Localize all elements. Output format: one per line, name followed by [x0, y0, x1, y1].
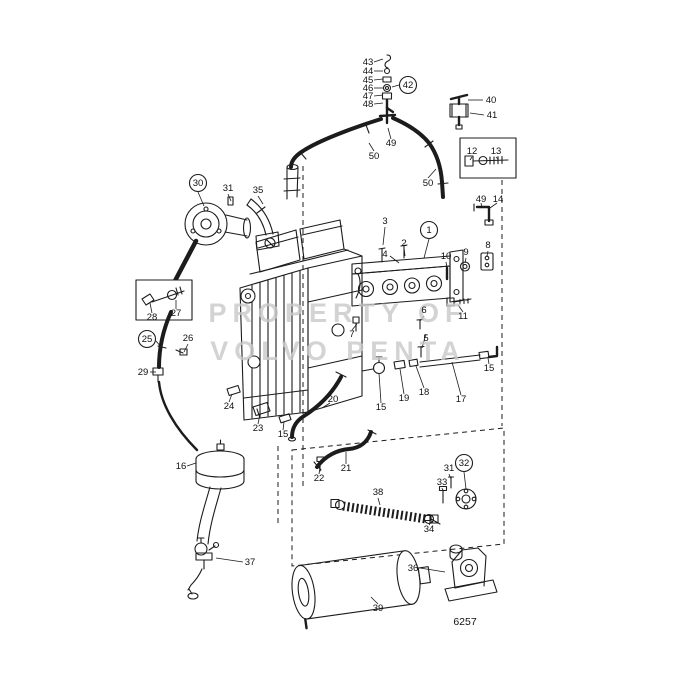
part-label: 47 [363, 91, 374, 102]
construction-lines [277, 166, 505, 567]
part-label: 24 [224, 401, 235, 412]
part-label: 11 [458, 311, 468, 322]
part-label: 41 [487, 110, 498, 121]
suction-hose-drawing [152, 310, 199, 452]
part-label: 48 [363, 99, 374, 110]
part-label: 46 [363, 83, 374, 94]
part-label: 36 [408, 563, 419, 574]
part-label: 15 [376, 402, 387, 413]
pipes-lower-mid [226, 371, 377, 472]
inset-box-bolt-12-13 [459, 137, 517, 179]
muffler-drawing [291, 550, 431, 630]
callout-circle [419, 220, 439, 240]
part-label: 18 [419, 387, 430, 398]
watermark: PROPERTY OF VOLVO PENTA [208, 298, 467, 366]
part-label: 10 [441, 251, 452, 262]
part-label: 26 [183, 333, 194, 344]
part-label: 23 [253, 423, 264, 434]
callout-circle [188, 173, 208, 193]
part-label: 8 [485, 240, 490, 251]
part-label: 15 [278, 429, 289, 440]
top-hose-assembly [289, 54, 449, 199]
part-label: 34 [424, 524, 435, 535]
watermark-text: VOLVO PENTA [210, 336, 466, 366]
part-label: 38 [373, 487, 384, 498]
callout-circle [398, 75, 418, 95]
part-label: 49 [476, 194, 487, 205]
flex-hose-drawing [330, 498, 439, 525]
elbow-fitting-right [473, 203, 494, 226]
figure-number: 6257 [453, 616, 477, 628]
part-label: 14 [493, 194, 504, 205]
part-label: 7 [349, 329, 354, 340]
part-label: 31 [444, 463, 455, 474]
watermark-text: PROPERTY OF [208, 298, 467, 328]
part-label: 15 [484, 363, 495, 374]
part-label: 33 [437, 477, 448, 488]
bracket-drawing [444, 544, 498, 602]
inset-box-bolt-27-28 [135, 279, 193, 321]
part-label: 39 [373, 603, 384, 614]
part-label: 17 [456, 394, 467, 405]
part-label: 1 [426, 225, 431, 236]
part-label: 37 [245, 557, 256, 568]
part-label: 16 [176, 461, 187, 472]
callout-circle [454, 453, 474, 473]
part-label: 19 [399, 393, 410, 404]
part-label: 50 [369, 151, 380, 162]
part-label: 43 [363, 57, 374, 68]
part-label: 5 [423, 333, 428, 344]
part-label: 12 [467, 146, 478, 157]
part-label: 3 [382, 216, 387, 227]
part-label: 32 [459, 458, 470, 469]
part-label: 27 [171, 308, 182, 319]
part-label: 42 [403, 80, 414, 91]
callout-circle [137, 329, 157, 349]
part-label: 35 [253, 185, 264, 196]
drain-valve-drawing [449, 93, 469, 130]
oil-cooler-drawing [187, 439, 245, 600]
thermostat-hose-drawing [246, 163, 301, 251]
part-label: 44 [363, 66, 374, 77]
part-label: 29 [138, 367, 149, 378]
part-label: 45 [363, 75, 374, 86]
part-label: 2 [401, 238, 406, 249]
part-label: 40 [486, 95, 497, 106]
part-label: 13 [491, 146, 502, 157]
callout-labels: 1 2 3 4 5 6 7 8 9 10 11 12 13 14 15 15 1… [138, 57, 504, 614]
part-label: 31 [223, 183, 234, 194]
part-label: 22 [314, 473, 325, 484]
part-label: 6 [421, 305, 426, 316]
part-label: 4 [382, 249, 387, 260]
part-label: 20 [328, 394, 339, 405]
engine-block-drawing [239, 219, 494, 421]
part-label: 50 [423, 178, 434, 189]
part-label: 21 [341, 463, 352, 474]
part-label: 28 [147, 312, 158, 323]
part-label: 9 [463, 247, 468, 258]
leader-lines [149, 58, 499, 605]
part-label: 25 [142, 334, 153, 345]
part-label: 30 [193, 178, 204, 189]
part-label: 49 [386, 138, 397, 149]
